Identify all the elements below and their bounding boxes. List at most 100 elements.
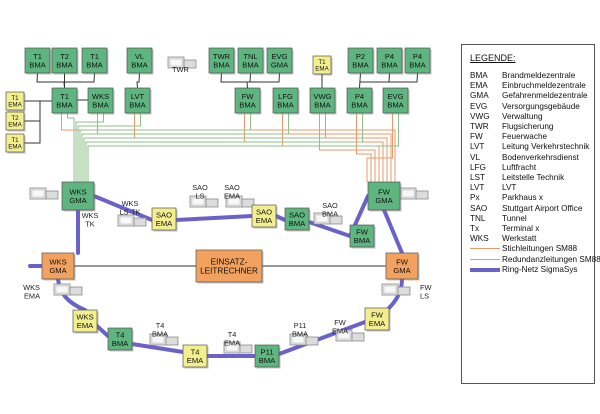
- legend-line-swatch: [470, 267, 500, 272]
- tier-connector: [247, 72, 280, 83]
- legend-text: Luftfracht: [502, 162, 537, 172]
- legend-text: Stuttgart Airport Office: [502, 203, 583, 213]
- connection-lines: [24, 72, 418, 182]
- legend-line-swatch: [470, 248, 500, 250]
- stich-line: [61, 113, 396, 182]
- redundanz-line: [67, 113, 75, 182]
- legend-abbr: VL: [470, 152, 481, 162]
- legend-abbr: Tx: [470, 224, 480, 233]
- computer-icon: [399, 187, 429, 200]
- legend-line-text: Stichleitungen SM88: [502, 244, 578, 254]
- stich-line: [366, 113, 393, 182]
- legend-line-text: Ring-Netz SigmaSys: [502, 264, 578, 274]
- legend-item: FW Feuerwache: [470, 132, 594, 142]
- stich-line: [356, 113, 372, 182]
- legend-text: Werkstatt: [502, 234, 537, 244]
- computer-icon: [223, 341, 253, 354]
- legend-item: SAO Stuttgart Airport Office: [470, 204, 594, 214]
- tier-connector: [24, 101, 41, 122]
- legend-abbr: FW: [470, 132, 483, 142]
- computer-icon: [117, 214, 147, 227]
- legend-text: Tunnel: [502, 213, 527, 223]
- redundanz-line: [87, 113, 399, 182]
- computer-icon: [289, 333, 319, 346]
- tier-connector: [220, 72, 248, 89]
- tier-connector: [359, 72, 361, 89]
- redundanz-line: [83, 113, 326, 182]
- legend-abbr: LVT: [470, 183, 485, 193]
- legend-text: Feuerwache: [502, 132, 548, 142]
- legend-abbr: SAO: [470, 203, 488, 213]
- legend-abbr: EVG: [470, 101, 488, 111]
- computer-icon: [225, 195, 255, 208]
- legend-text: Bodenverkehrsdienst: [502, 152, 579, 162]
- station-label-twr: TWR: [172, 65, 189, 74]
- legend-text: Verwaltung: [502, 111, 543, 121]
- legend-abbr: LST: [470, 173, 486, 182]
- legend-abbr: TWR: [470, 122, 489, 131]
- legend-abbr: BMA: [470, 71, 488, 80]
- legend-line-text: Redundanzleitungen SM88: [502, 254, 600, 264]
- legend-abbr: Px: [470, 193, 480, 203]
- legend-abbr: GMA: [470, 91, 489, 101]
- legend-text: Einbruchmeldezentrale: [502, 81, 586, 91]
